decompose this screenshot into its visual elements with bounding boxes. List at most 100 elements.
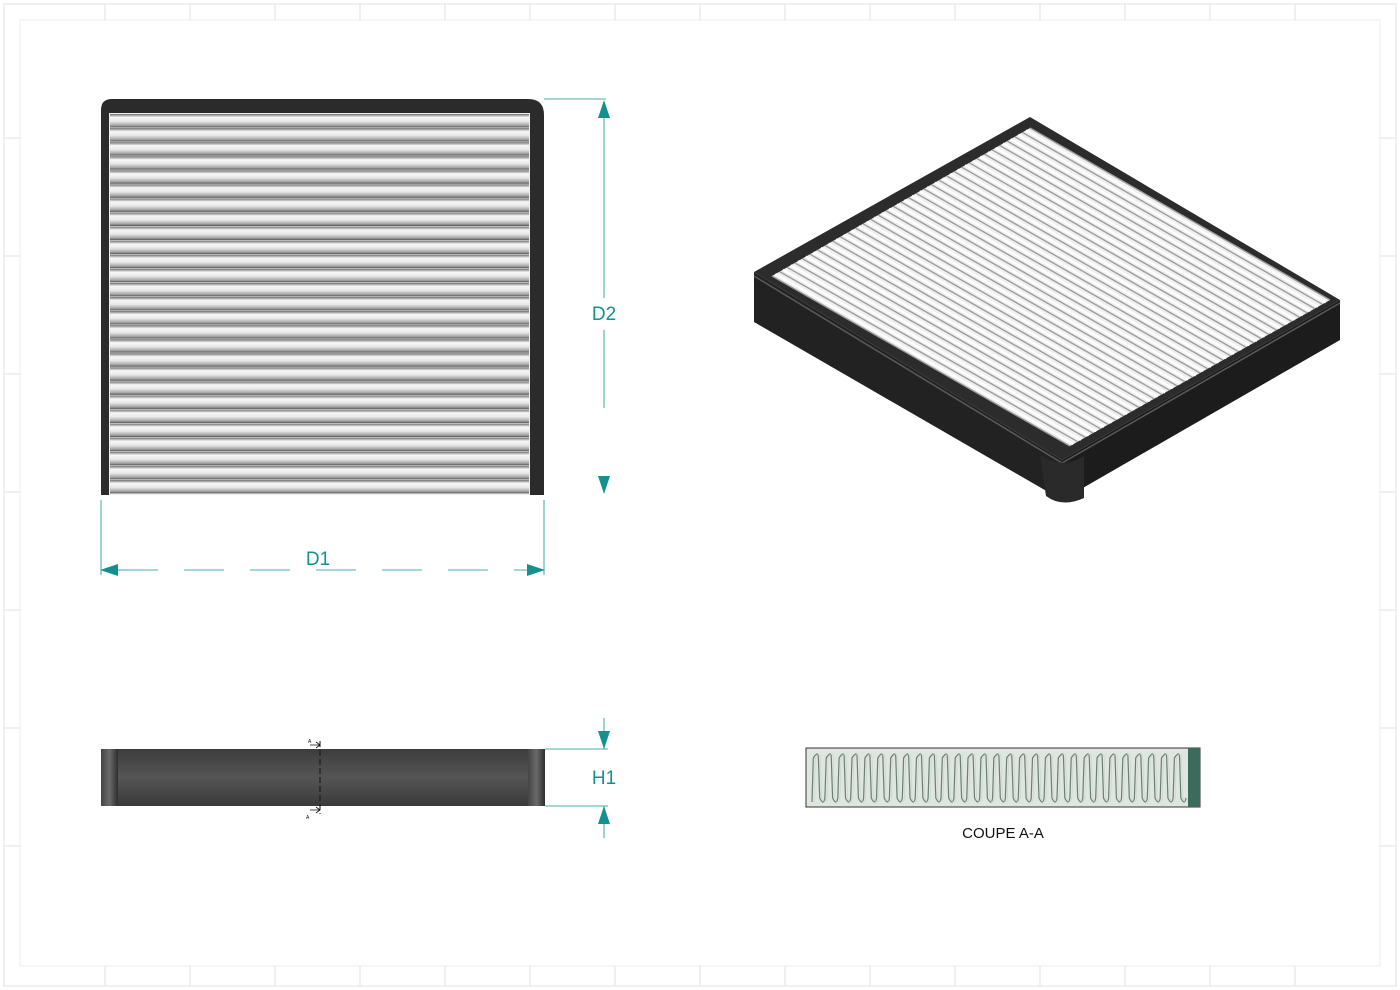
iso-pleat-highlight	[903, 199, 1204, 373]
iso-pleat-highlight	[926, 186, 1227, 360]
section-marker-bottom: A	[306, 815, 310, 821]
iso-pleat-ridge	[809, 253, 1109, 426]
side-view-body	[101, 749, 545, 806]
section-view: COUPE A-A	[805, 747, 1201, 842]
iso-pleat-highlight	[979, 155, 1281, 330]
section-arrow-top	[310, 741, 321, 749]
iso-pleat-ridge	[877, 214, 1178, 387]
iso-pleat-highlight	[919, 190, 1220, 364]
iso-pleat-ridge	[1029, 127, 1331, 301]
iso-pleat-highlight	[873, 216, 1174, 390]
iso-pleat-highlight	[835, 238, 1136, 411]
pleat-ridge	[110, 353, 529, 367]
iso-pleat-ridge	[915, 192, 1216, 366]
iso-pleat-highlight	[994, 146, 1296, 321]
iso-pleat-ridge	[923, 188, 1224, 361]
iso-pleat-highlight	[790, 264, 1090, 437]
iso-pleat-highlight	[805, 255, 1105, 428]
iso-pleat-highlight	[888, 207, 1189, 381]
section-marker-top: A	[308, 739, 312, 745]
dimension-h1: H1	[545, 718, 616, 838]
pleat-ridge	[110, 268, 529, 283]
iso-pleat-ridge	[824, 244, 1124, 417]
pleat-ridge	[110, 198, 529, 212]
iso-right-side	[1062, 300, 1340, 500]
pleat-ridge	[110, 339, 529, 353]
iso-pleats	[771, 127, 1331, 447]
h1-label: H1	[592, 768, 616, 789]
iso-pleat-highlight	[1002, 142, 1304, 317]
side-view-right-end	[528, 749, 545, 806]
pleat-ridge	[110, 128, 529, 142]
pleat-ridge	[110, 184, 529, 198]
iso-pleat-ridge	[999, 144, 1300, 318]
pleat-ridge	[110, 170, 529, 184]
d2-label: D2	[592, 304, 616, 325]
d1-label: D1	[306, 549, 330, 570]
iso-pleat-ridge	[802, 257, 1101, 430]
iso-pleat-ridge	[961, 166, 1262, 340]
iso-pleat-highlight	[949, 172, 1250, 347]
pleat-ridge	[110, 114, 529, 128]
iso-pleat-highlight	[964, 164, 1266, 338]
iso-pleat-highlight	[1017, 133, 1319, 308]
iso-pleat-highlight	[782, 268, 1082, 441]
iso-pleat-ridge	[839, 236, 1140, 409]
isometric-view	[753, 117, 1341, 503]
iso-pleat-ridge	[771, 275, 1071, 447]
h1-arrow-top	[598, 731, 610, 749]
section-caption: COUPE A-A	[962, 825, 1044, 842]
pleat-ridge	[110, 240, 529, 255]
iso-pleat-highlight	[1025, 129, 1327, 304]
d1-arrow-right	[527, 564, 545, 576]
pleat-ridge	[110, 465, 529, 480]
iso-pleat-highlight	[972, 159, 1273, 334]
pleat-ridge	[110, 451, 529, 466]
iso-pleat-ridge	[1014, 136, 1316, 310]
iso-pleat-highlight	[812, 251, 1113, 424]
dimension-d1: D1	[100, 500, 545, 576]
iso-pleat-ridge	[794, 262, 1094, 434]
iso-pleat-ridge	[893, 205, 1193, 378]
iso-pleat-ridge	[938, 179, 1239, 353]
iso-pleat-ridge	[1006, 140, 1308, 314]
pleat-ridge	[110, 212, 529, 226]
pleat-ridge	[110, 311, 529, 325]
sheet-border	[3, 3, 1397, 987]
iso-pleat-highlight	[941, 177, 1243, 351]
pleat-ridge	[110, 437, 529, 452]
pleat-ridge	[110, 409, 529, 424]
pleat-ridge	[110, 423, 529, 438]
section-pleat-inner	[813, 753, 1189, 803]
iso-pleat-highlight	[987, 151, 1289, 325]
iso-pleat-ridge	[968, 162, 1270, 336]
iso-pleat-ridge	[946, 175, 1247, 348]
pleat-ridge	[110, 479, 529, 494]
iso-pleat-highlight	[865, 220, 1166, 394]
iso-pleat-highlight	[774, 273, 1074, 446]
iso-pleat-highlight	[934, 181, 1235, 355]
pleat-ridge	[110, 156, 529, 170]
iso-corner-round	[1040, 455, 1084, 503]
iso-pleat-highlight	[827, 242, 1128, 415]
section-view-right-end	[1188, 748, 1200, 807]
pleat-ridge	[110, 254, 529, 269]
iso-pleat-highlight	[911, 194, 1212, 368]
iso-pleat-highlight	[1010, 138, 1312, 312]
iso-pleat-ridge	[870, 218, 1170, 391]
iso-pleat-highlight	[896, 203, 1197, 377]
iso-pleat-ridge	[991, 149, 1293, 323]
pleat-ridge	[110, 226, 529, 241]
iso-pleat-ridge	[855, 227, 1155, 400]
iso-pleat-highlight	[881, 212, 1182, 385]
iso-pleat-ridge	[908, 196, 1208, 370]
iso-pleat-ridge	[786, 266, 1086, 439]
iso-pleat-highlight	[858, 225, 1159, 398]
iso-pleat-highlight	[956, 168, 1258, 342]
side-view-left-end	[101, 749, 118, 806]
d2-arrow-bottom	[598, 476, 610, 494]
iso-pleat-ridge	[817, 249, 1117, 421]
top-view-pleats	[110, 114, 529, 494]
iso-pleat-highlight	[850, 229, 1151, 403]
